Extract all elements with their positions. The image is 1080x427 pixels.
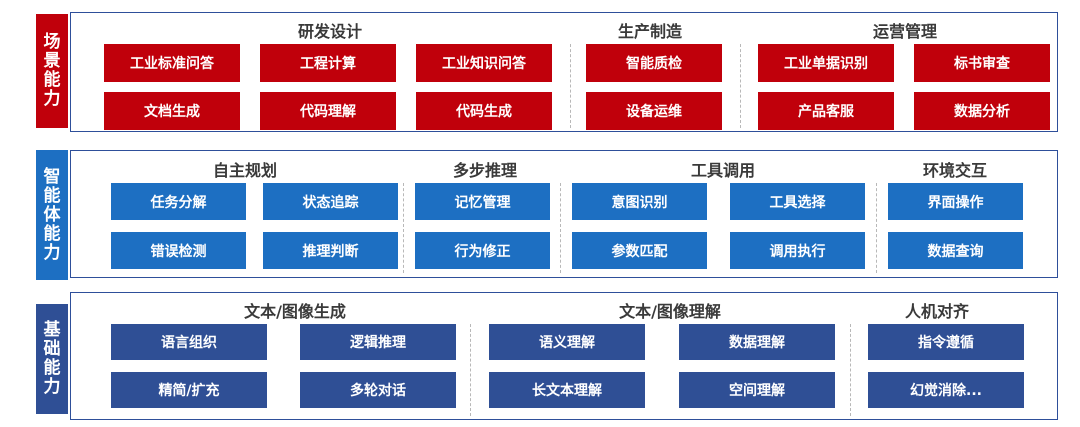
agent-cell: 参数匹配 <box>572 232 707 269</box>
base-cell: 空间理解 <box>679 372 835 408</box>
base-cell: 逻辑推理 <box>300 324 456 360</box>
group-divider <box>470 324 471 416</box>
scenario-layer-tag: 场 景 能 力 <box>36 14 68 128</box>
scenario-cell: 标书审查 <box>914 44 1050 82</box>
scenario-layer-panel <box>70 12 1058 132</box>
group-header-environment: 环境交互 <box>922 161 987 180</box>
agent-tag-char: 体 <box>43 204 61 225</box>
scenario-cell: 工业单据识别 <box>758 44 894 82</box>
agent-cell: 错误检测 <box>111 232 246 269</box>
base-cell: 长文本理解 <box>489 372 645 408</box>
agent-layer-tag: 智 能 体 能 力 <box>36 150 68 280</box>
group-header-rnd-design: 研发设计 <box>297 22 362 41</box>
base-layer-tag: 基 础 能 力 <box>36 304 68 414</box>
base-cell: 幻觉消除... <box>868 372 1024 408</box>
base-cell: 指令遵循 <box>868 324 1024 360</box>
scenario-tag-char: 力 <box>43 89 61 109</box>
group-header-production: 生产制造 <box>617 22 682 41</box>
base-tag-char: 能 <box>43 358 61 378</box>
agent-tag-char: 能 <box>43 185 61 206</box>
agent-cell: 推理判断 <box>263 232 398 269</box>
base-cell: 精简/扩充 <box>111 372 267 408</box>
agent-cell: 意图识别 <box>572 183 707 220</box>
agent-cell: 状态追踪 <box>263 183 398 220</box>
agent-cell: 记忆管理 <box>415 183 550 220</box>
group-divider <box>740 44 741 128</box>
scenario-cell: 文档生成 <box>104 92 240 130</box>
group-divider <box>570 44 571 128</box>
agent-cell: 任务分解 <box>111 183 246 220</box>
group-divider <box>560 183 561 273</box>
scenario-cell: 工业知识问答 <box>416 44 552 82</box>
agent-tag-char: 智 <box>43 166 61 187</box>
group-header-generation: 文本/图像生成 <box>244 302 346 321</box>
scenario-cell: 产品客服 <box>758 92 894 130</box>
base-layer-panel <box>70 292 1058 420</box>
scenario-tag-char: 能 <box>43 70 61 90</box>
scenario-cell: 智能质检 <box>586 44 722 82</box>
base-tag-char: 础 <box>43 339 61 359</box>
group-header-reasoning: 多步推理 <box>452 161 517 180</box>
group-header-alignment: 人机对齐 <box>904 302 969 321</box>
group-header-understanding: 文本/图像理解 <box>619 302 721 321</box>
group-header-planning: 自主规划 <box>212 161 277 180</box>
scenario-cell: 数据分析 <box>914 92 1050 130</box>
base-cell: 语义理解 <box>489 324 645 360</box>
agent-cell: 行为修正 <box>415 232 550 269</box>
base-cell: 数据理解 <box>679 324 835 360</box>
scenario-tag-char: 场 <box>43 32 61 52</box>
base-cell: 语言组织 <box>111 324 267 360</box>
group-divider <box>850 324 851 416</box>
scenario-cell: 工业标准问答 <box>104 44 240 82</box>
agent-tag-char: 力 <box>43 242 61 263</box>
group-divider <box>876 183 877 273</box>
agent-cell: 调用执行 <box>730 232 865 269</box>
agent-cell: 数据查询 <box>888 232 1023 269</box>
scenario-cell: 设备运维 <box>586 92 722 130</box>
scenario-cell: 工程计算 <box>260 44 396 82</box>
scenario-cell: 代码生成 <box>416 92 552 130</box>
group-header-operations: 运营管理 <box>872 22 937 41</box>
group-header-tool-use: 工具调用 <box>690 161 755 180</box>
agent-cell: 工具选择 <box>730 183 865 220</box>
base-cell: 多轮对话 <box>300 372 456 408</box>
agent-layer-panel <box>70 150 1058 278</box>
base-tag-char: 基 <box>43 320 61 340</box>
scenario-tag-char: 景 <box>43 51 61 71</box>
agent-tag-char: 能 <box>43 223 61 244</box>
base-tag-char: 力 <box>43 377 61 397</box>
scenario-cell: 代码理解 <box>260 92 396 130</box>
group-divider <box>403 183 404 273</box>
agent-cell: 界面操作 <box>888 183 1023 220</box>
